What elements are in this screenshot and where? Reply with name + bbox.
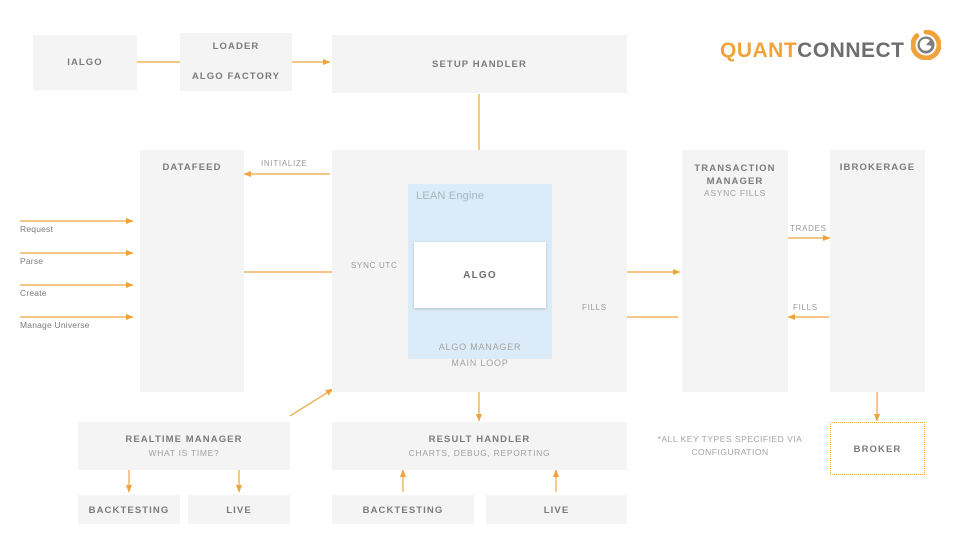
node-realtime-backtesting[interactable]: BACKTESTING bbox=[78, 495, 180, 524]
node-realtime-manager-sublabel: WHAT IS TIME? bbox=[148, 448, 220, 458]
edge-label-fills-brokerage: FILLS bbox=[793, 303, 818, 312]
node-result-live[interactable]: LIVE bbox=[486, 495, 627, 524]
node-setup-handler-label: SETUP HANDLER bbox=[432, 59, 527, 70]
node-ibrokerage-label: IBROKERAGE bbox=[839, 162, 916, 173]
node-realtime-live-label: LIVE bbox=[226, 505, 252, 516]
footnote-text: *ALL KEY TYPES SPECIFIED VIA CONFIGURATI… bbox=[650, 433, 810, 459]
node-result-handler[interactable]: RESULT HANDLER CHARTS, DEBUG, REPORTING bbox=[332, 422, 627, 470]
node-algo-factory-label: ALGO FACTORY bbox=[191, 71, 281, 82]
node-lean-engine-label: LEAN Engine bbox=[416, 190, 485, 202]
node-result-backtesting[interactable]: BACKTESTING bbox=[332, 495, 474, 524]
quantconnect-swirl-icon bbox=[910, 29, 941, 65]
edge-label-fills-engine: FILLS bbox=[582, 303, 607, 312]
input-label-parse: Parse bbox=[20, 256, 44, 266]
input-label-create: Create bbox=[20, 288, 47, 298]
node-ialgo[interactable]: IALGO bbox=[33, 35, 137, 90]
node-transaction-manager-sublabel: ASYNC FILLS bbox=[703, 188, 767, 198]
input-label-request: Request bbox=[20, 224, 54, 234]
node-ibrokerage[interactable]: IBROKERAGE bbox=[830, 150, 925, 392]
node-realtime-manager[interactable]: REALTIME MANAGER WHAT IS TIME? bbox=[78, 422, 290, 470]
footnote-line1: *ALL KEY TYPES SPECIFIED VIA bbox=[657, 434, 803, 444]
node-algo-label: ALGO bbox=[463, 270, 497, 281]
node-result-backtesting-label: BACKTESTING bbox=[362, 505, 444, 516]
node-result-handler-sublabel: CHARTS, DEBUG, REPORTING bbox=[408, 448, 551, 458]
node-datafeed[interactable]: DATAFEED bbox=[140, 150, 244, 392]
node-realtime-live[interactable]: LIVE bbox=[188, 495, 290, 524]
node-algo[interactable]: ALGO bbox=[414, 242, 546, 308]
logo-text-connect: CONNECT bbox=[797, 38, 905, 62]
input-label-manage-universe: Manage Universe bbox=[20, 320, 90, 330]
node-loader-algofactory[interactable]: LOADER ALGO FACTORY bbox=[180, 33, 292, 91]
logo-text-quant: QUANT bbox=[720, 38, 798, 62]
node-broker-label: BROKER bbox=[853, 444, 902, 455]
node-ialgo-label: IALGO bbox=[67, 57, 103, 68]
node-result-live-label: LIVE bbox=[543, 505, 570, 516]
node-loader-label: LOADER bbox=[212, 41, 260, 52]
edge-label-trades: TRADES bbox=[790, 224, 827, 233]
node-result-handler-label: RESULT HANDLER bbox=[428, 434, 531, 445]
node-realtime-backtesting-label: BACKTESTING bbox=[88, 505, 170, 516]
node-transaction-manager[interactable]: TRANSACTION MANAGER ASYNC FILLS bbox=[682, 150, 788, 392]
node-algo-manager-label: ALGO MANAGER bbox=[438, 342, 522, 352]
node-engine-container[interactable]: LEAN Engine ALGO ALGO MANAGER MAIN LOOP bbox=[332, 150, 627, 392]
node-broker[interactable]: BROKER bbox=[830, 422, 925, 475]
node-realtime-manager-label: REALTIME MANAGER bbox=[125, 434, 243, 445]
arrow-realtime-to-engine bbox=[289, 388, 334, 417]
edge-label-sync-utc: SYNC UTC bbox=[349, 261, 400, 270]
node-main-loop-label: MAIN LOOP bbox=[451, 358, 509, 368]
node-transaction-manager-label: TRANSACTION MANAGER bbox=[694, 163, 776, 187]
node-setup-handler[interactable]: SETUP HANDLER bbox=[332, 35, 627, 93]
node-datafeed-label: DATAFEED bbox=[162, 162, 222, 173]
footnote-line2: CONFIGURATION bbox=[691, 447, 769, 457]
edge-label-initialize: INITIALIZE bbox=[261, 159, 308, 168]
quantconnect-logo: QUANT CONNECT bbox=[720, 29, 941, 65]
